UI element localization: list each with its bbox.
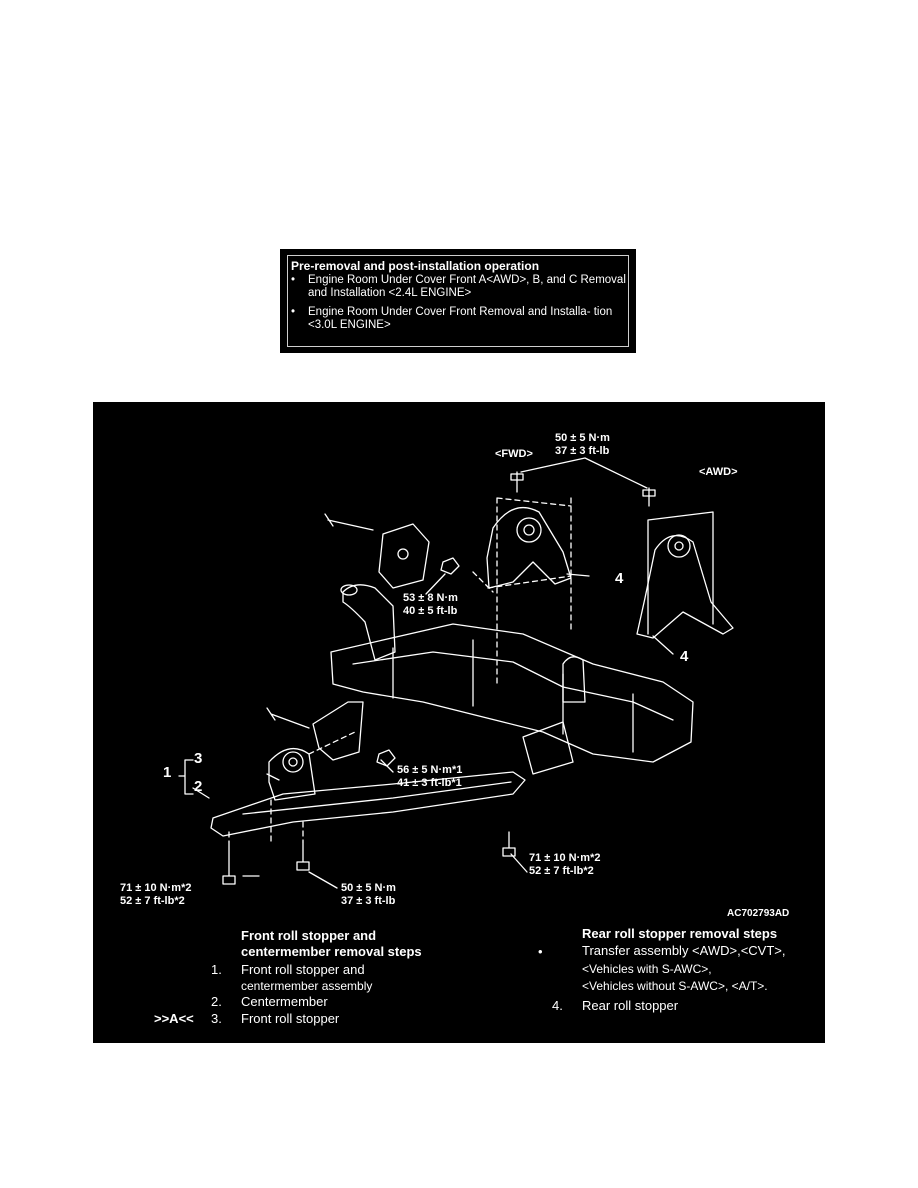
torque-label-left: 71 ± 10 N·m*2 52 ± 7 ft-lb*2 (120, 882, 192, 907)
step-text: Front roll stopper and (241, 962, 365, 977)
pre-removal-item-text: Engine Room Under Cover Front Removal an… (308, 306, 613, 331)
right-tower (562, 656, 586, 703)
awd-label: <AWD> (699, 466, 738, 478)
rear-step-bullet-text: <Vehicles without S-AWC>, <A/T>. (582, 979, 768, 993)
torque-label-top: 50 ± 5 N·m 37 ± 3 ft-lb (555, 432, 610, 457)
centermember (210, 771, 526, 837)
torque-label-mid: 53 ± 8 N·m 40 ± 5 ft-lb (403, 592, 458, 617)
bottom-bolt-mid (296, 841, 310, 871)
support-tower (342, 584, 396, 661)
nut-mid (440, 557, 460, 575)
upper-bolt (324, 513, 374, 531)
callout-1: 1 (163, 764, 172, 781)
crossmember-outline (330, 623, 694, 763)
bottom-bolt-right (502, 831, 516, 857)
step-text: Rear roll stopper (582, 998, 679, 1013)
step-marker: >>A<< (154, 1011, 194, 1026)
step-number: 3. (211, 1011, 222, 1026)
support-tower-cap (340, 584, 358, 596)
fwd-stopper-bushing (516, 517, 542, 543)
leader-lines (192, 457, 674, 889)
awd-bolt (642, 487, 656, 507)
front-steps-heading-2: centermember removal steps (241, 944, 422, 959)
upper-bracket (378, 523, 430, 589)
awd-stopper-bushing (667, 534, 691, 558)
step-number: 1. (211, 962, 222, 977)
fwd-rear-roll-stopper (486, 507, 572, 589)
pre-removal-item-text: Engine Room Under Cover Front A<AWD>, B,… (308, 274, 626, 299)
bullet-icon: • (291, 274, 296, 286)
rear-steps-heading: Rear roll stopper removal steps (582, 926, 778, 941)
torque-label-front: 56 ± 5 N·m*1 41 ± 3 ft-lb*1 (397, 764, 463, 789)
callout-bracket (178, 759, 194, 795)
bullet-icon: • (538, 944, 543, 959)
step-text: Front roll stopper (241, 1011, 340, 1026)
fwd-guide-box (487, 497, 572, 685)
callout-4-fwd: 4 (615, 570, 624, 587)
pre-removal-box: Pre-removal and post-installation operat… (280, 249, 636, 353)
fwd-bolt (510, 471, 524, 493)
pre-removal-box-border (287, 255, 629, 347)
crossmember-ridge (392, 639, 634, 753)
callout-2: 2 (194, 778, 203, 795)
diagram-panel: 50 ± 5 N·m 37 ± 3 ft-lb <FWD> <AWD> 4 4 … (93, 402, 825, 1043)
rear-step-bullet-text: Transfer assembly <AWD>,<CVT>, (582, 943, 786, 958)
guide-lines (228, 571, 494, 843)
roll-stopper-diagram (178, 457, 734, 889)
bottom-bolt-left (222, 841, 236, 885)
callout-3: 3 (194, 750, 203, 767)
nut-front (376, 749, 396, 767)
front-bolt (266, 707, 310, 729)
figure-code: AC702793AD (727, 908, 790, 919)
upper-bracket-hole (397, 548, 409, 560)
step-text: Centermember (241, 994, 328, 1009)
awd-rear-roll-stopper (636, 534, 734, 639)
callout-4-awd: 4 (680, 648, 689, 665)
step-number: 4. (552, 998, 563, 1013)
torque-label-bottom: 50 ± 5 N·m 37 ± 3 ft-lb (341, 882, 396, 907)
step-number: 2. (211, 994, 222, 1009)
torque-label-right: 71 ± 10 N·m*2 52 ± 7 ft-lb*2 (529, 852, 601, 877)
rear-step-bullet-text: <Vehicles with S-AWC>, (582, 962, 712, 976)
awd-guide-box (647, 511, 714, 635)
front-roll-stopper (268, 747, 316, 801)
step-text-2: centermember assembly (241, 979, 373, 993)
pre-removal-title: Pre-removal and post-installation operat… (291, 259, 540, 273)
crossmember-inner (352, 651, 674, 721)
bullet-icon: • (291, 306, 296, 318)
front-steps-heading: Front roll stopper and (241, 928, 377, 943)
front-bracket (312, 701, 364, 761)
subframe-lower-mount (522, 721, 574, 775)
fwd-label: <FWD> (495, 448, 533, 460)
